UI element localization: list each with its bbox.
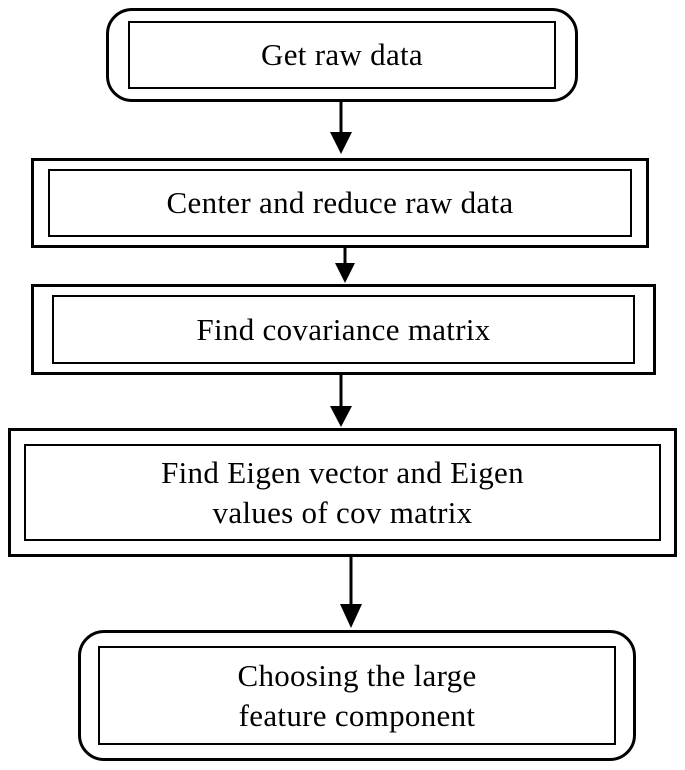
step-center-reduce-label: Center and reduce raw data bbox=[166, 185, 514, 220]
arrow-3-icon bbox=[330, 375, 352, 427]
step-eigen-box: Find Eigen vector and Eigen values of co… bbox=[8, 428, 677, 557]
arrow-4-icon bbox=[340, 557, 362, 628]
step-get-raw-data-label: Get raw data bbox=[261, 37, 423, 72]
arrow-1-icon bbox=[330, 102, 352, 154]
step-covariance-label: Find covariance matrix bbox=[196, 311, 491, 347]
step-choose-component-inner-box: Choosing the large feature component bbox=[98, 646, 616, 745]
step-center-reduce-box: Center and reduce raw data bbox=[31, 158, 649, 248]
step-get-raw-data-inner-box: Get raw data bbox=[128, 21, 556, 89]
step-eigen-inner-box: Find Eigen vector and Eigen values of co… bbox=[24, 444, 661, 541]
step-center-reduce-inner-box: Center and reduce raw data bbox=[48, 169, 632, 237]
step-covariance-box: Find covariance matrix bbox=[31, 284, 656, 375]
arrow-2-icon bbox=[335, 248, 355, 283]
step-covariance-inner-box: Find covariance matrix bbox=[52, 295, 635, 364]
step-eigen-label: Find Eigen vector and Eigen values of co… bbox=[161, 454, 524, 530]
step-get-raw-data-box: Get raw data bbox=[106, 8, 578, 102]
step-choose-component-label: Choosing the large feature component bbox=[237, 657, 477, 733]
step-choose-component-box: Choosing the large feature component bbox=[78, 630, 636, 761]
